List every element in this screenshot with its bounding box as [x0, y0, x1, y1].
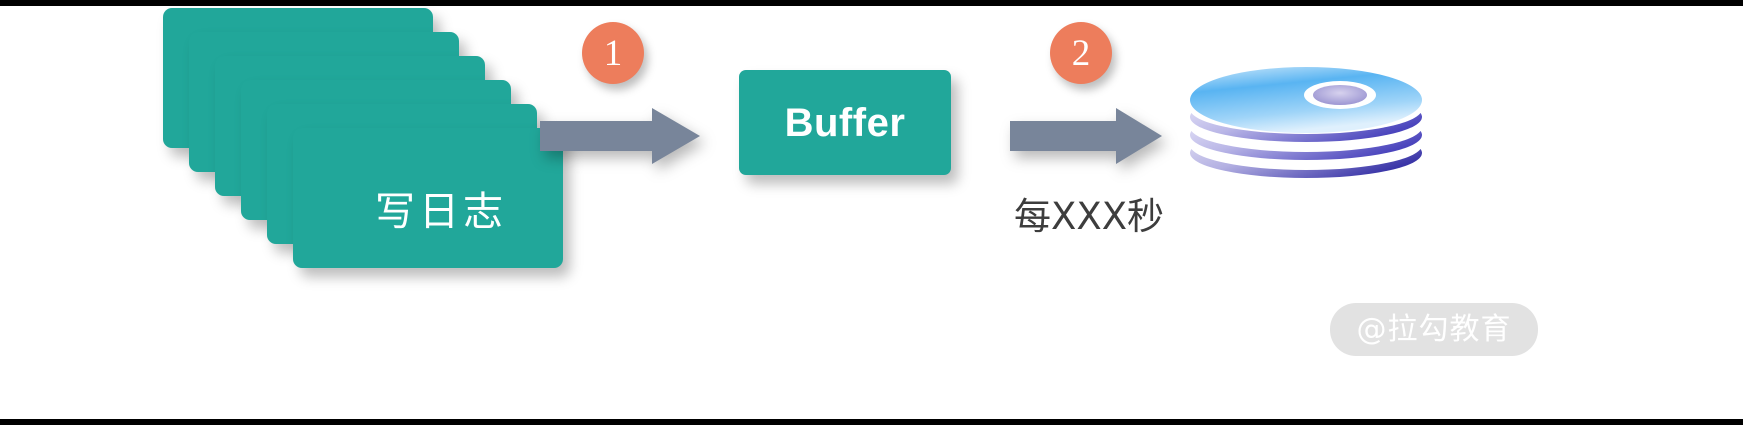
arrow-logs-to-buffer [540, 108, 700, 164]
arrow-buffer-to-database [1010, 108, 1162, 164]
log-card-stack: 写日志 [163, 8, 563, 268]
step-badge-2: 2 [1050, 22, 1112, 84]
top-letterbox-strip [0, 0, 1743, 6]
step-badge-2-number: 2 [1071, 32, 1091, 74]
step-badge-1-number: 1 [603, 32, 623, 74]
log-card-front: 写日志 [293, 128, 563, 268]
buffer-box: Buffer [739, 70, 951, 175]
bottom-letterbox-strip [0, 419, 1743, 425]
interval-caption: 每XXX秒 [1014, 195, 1165, 238]
log-stack-label: 写日志 [375, 189, 507, 235]
step-badge-1: 1 [582, 22, 644, 84]
watermark-text: @拉勾教育 [1356, 311, 1512, 347]
watermark-badge: @拉勾教育 [1330, 303, 1538, 356]
database-icon [1188, 60, 1424, 180]
buffer-label: Buffer [784, 100, 906, 145]
